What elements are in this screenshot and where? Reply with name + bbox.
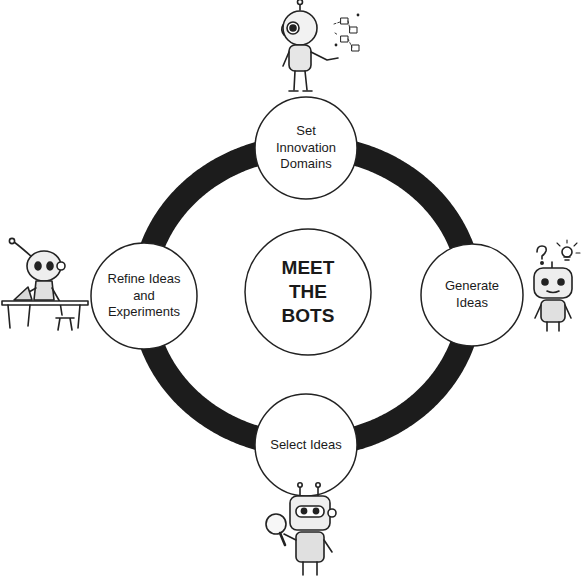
node-label: MEET THE BOTS (275, 256, 341, 329)
robot-leg (294, 71, 295, 90)
robot-body (289, 45, 311, 71)
board-icon (350, 27, 357, 33)
lightbulb-base (564, 257, 570, 260)
node-text-group: Generate Ideas (434, 278, 510, 311)
robot-antenna (14, 242, 33, 258)
robot-ear (328, 509, 336, 517)
robot-eye (313, 508, 318, 513)
robot-arm (311, 52, 338, 60)
question-dot (541, 262, 543, 264)
board-icon (341, 18, 348, 24)
robot-feet (289, 90, 312, 92)
ring-connector (151, 153, 262, 250)
robot-body (34, 281, 54, 300)
circle-shape (245, 229, 371, 355)
robot-eye (301, 508, 306, 513)
robot-head (27, 251, 61, 281)
robot-arm (22, 288, 36, 296)
circle-shape (421, 244, 523, 346)
node-label: Refine Ideas and Experiments (101, 271, 187, 321)
robot-bottom (266, 483, 336, 575)
node-text-group: Select Ideas (268, 437, 344, 454)
ring-connector (351, 339, 464, 440)
circle-node: MEET THE BOTS (244, 228, 372, 356)
desk-top (2, 301, 88, 305)
node-text-group: MEET THE BOTS (275, 256, 341, 329)
circle-node: Refine Ideas and Experiments (90, 242, 198, 350)
robot-antenna-tip (298, 0, 303, 5)
robot-eye (287, 22, 299, 34)
robot-head (283, 11, 317, 45)
node-text-group: Refine Ideas and Experiments (101, 271, 187, 321)
lightbulb (562, 247, 572, 257)
robot-ear (282, 25, 284, 35)
robot-arms (535, 305, 571, 318)
robot-eye (35, 262, 41, 270)
robot-legs (303, 562, 317, 575)
desk-legs (8, 305, 80, 328)
robot-top (282, 0, 360, 91)
circle-shape (255, 394, 357, 496)
robot-arm (284, 534, 296, 540)
lightbulb-rays (557, 240, 580, 253)
magnifier-handle (280, 533, 285, 545)
magnifier-lens (266, 514, 286, 534)
robot-eye (542, 279, 548, 285)
robot-legs (547, 322, 559, 331)
circle-node: Select Ideas (254, 393, 358, 497)
circle-node: Generate Ideas (420, 243, 524, 347)
robot-ear (57, 262, 65, 270)
board-icon (341, 36, 348, 42)
robot-head (534, 268, 572, 298)
robot-eye (558, 279, 564, 285)
node-label: Select Ideas (268, 437, 344, 454)
laptop (14, 287, 32, 300)
node-text-group: Set Innovation Domains (268, 123, 344, 173)
robot-head (290, 496, 330, 530)
robot-visor (296, 506, 324, 517)
ring-connector (151, 342, 262, 439)
circle-shape (255, 97, 357, 199)
robot-antenna (299, 2, 301, 10)
board-links (334, 21, 352, 47)
robot-antenna-tip (9, 238, 14, 243)
question-mark (537, 246, 546, 259)
robot-left (2, 238, 88, 330)
robot-arm (324, 540, 332, 552)
robot-antenna (551, 262, 553, 268)
robot-body (296, 532, 324, 562)
robot-right (534, 240, 580, 331)
robot-body (541, 300, 565, 322)
robot-pupil (290, 25, 296, 31)
node-label: Generate Ideas (434, 278, 510, 311)
node-label: Set Innovation Domains (268, 123, 344, 173)
ring-connector (351, 152, 464, 250)
robot-leg (52, 288, 62, 315)
robot-leg (305, 71, 307, 90)
robot-arm (283, 52, 289, 66)
robot-mouth (547, 291, 559, 293)
circle-shape (91, 243, 197, 349)
board-dot (335, 44, 338, 47)
chair (56, 318, 74, 330)
robot-eye (47, 262, 53, 270)
board-icon (352, 45, 359, 51)
board-dot (357, 14, 360, 17)
circle-node: Set Innovation Domains (254, 96, 358, 200)
